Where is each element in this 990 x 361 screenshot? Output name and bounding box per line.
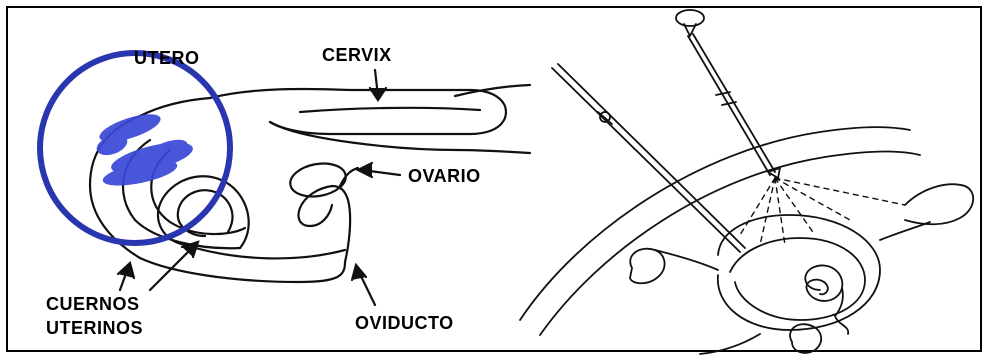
utero-highlight bbox=[40, 53, 230, 243]
right-bulb bbox=[905, 184, 973, 224]
scope-eyepiece bbox=[676, 10, 704, 26]
label-cuernos-line1: CUERNOS bbox=[46, 294, 140, 315]
instrument-shaft-a bbox=[552, 68, 740, 252]
highlight-scribble bbox=[94, 109, 196, 191]
label-ovario: OVARIO bbox=[408, 166, 481, 187]
label-cuernos-line2: UTERINOS bbox=[46, 318, 143, 339]
instrument-shaft-b bbox=[558, 64, 745, 248]
highlight-ring bbox=[40, 53, 230, 243]
scope-shaft-a bbox=[688, 36, 770, 175]
ovary-left-right bbox=[630, 249, 665, 284]
surgical-illustration bbox=[520, 10, 973, 354]
ovary bbox=[288, 159, 349, 200]
label-oviducto: OVIDUCTO bbox=[355, 313, 454, 334]
cervix-outline bbox=[210, 89, 506, 134]
label-arrows bbox=[118, 70, 400, 305]
label-cervix: CERVIX bbox=[322, 45, 392, 66]
coiled-horn bbox=[805, 265, 842, 301]
abdominal-wall-outer bbox=[520, 127, 910, 320]
light-cone bbox=[740, 178, 905, 245]
label-utero: UTERO bbox=[134, 48, 200, 69]
vagina-bottom-line bbox=[458, 150, 530, 153]
